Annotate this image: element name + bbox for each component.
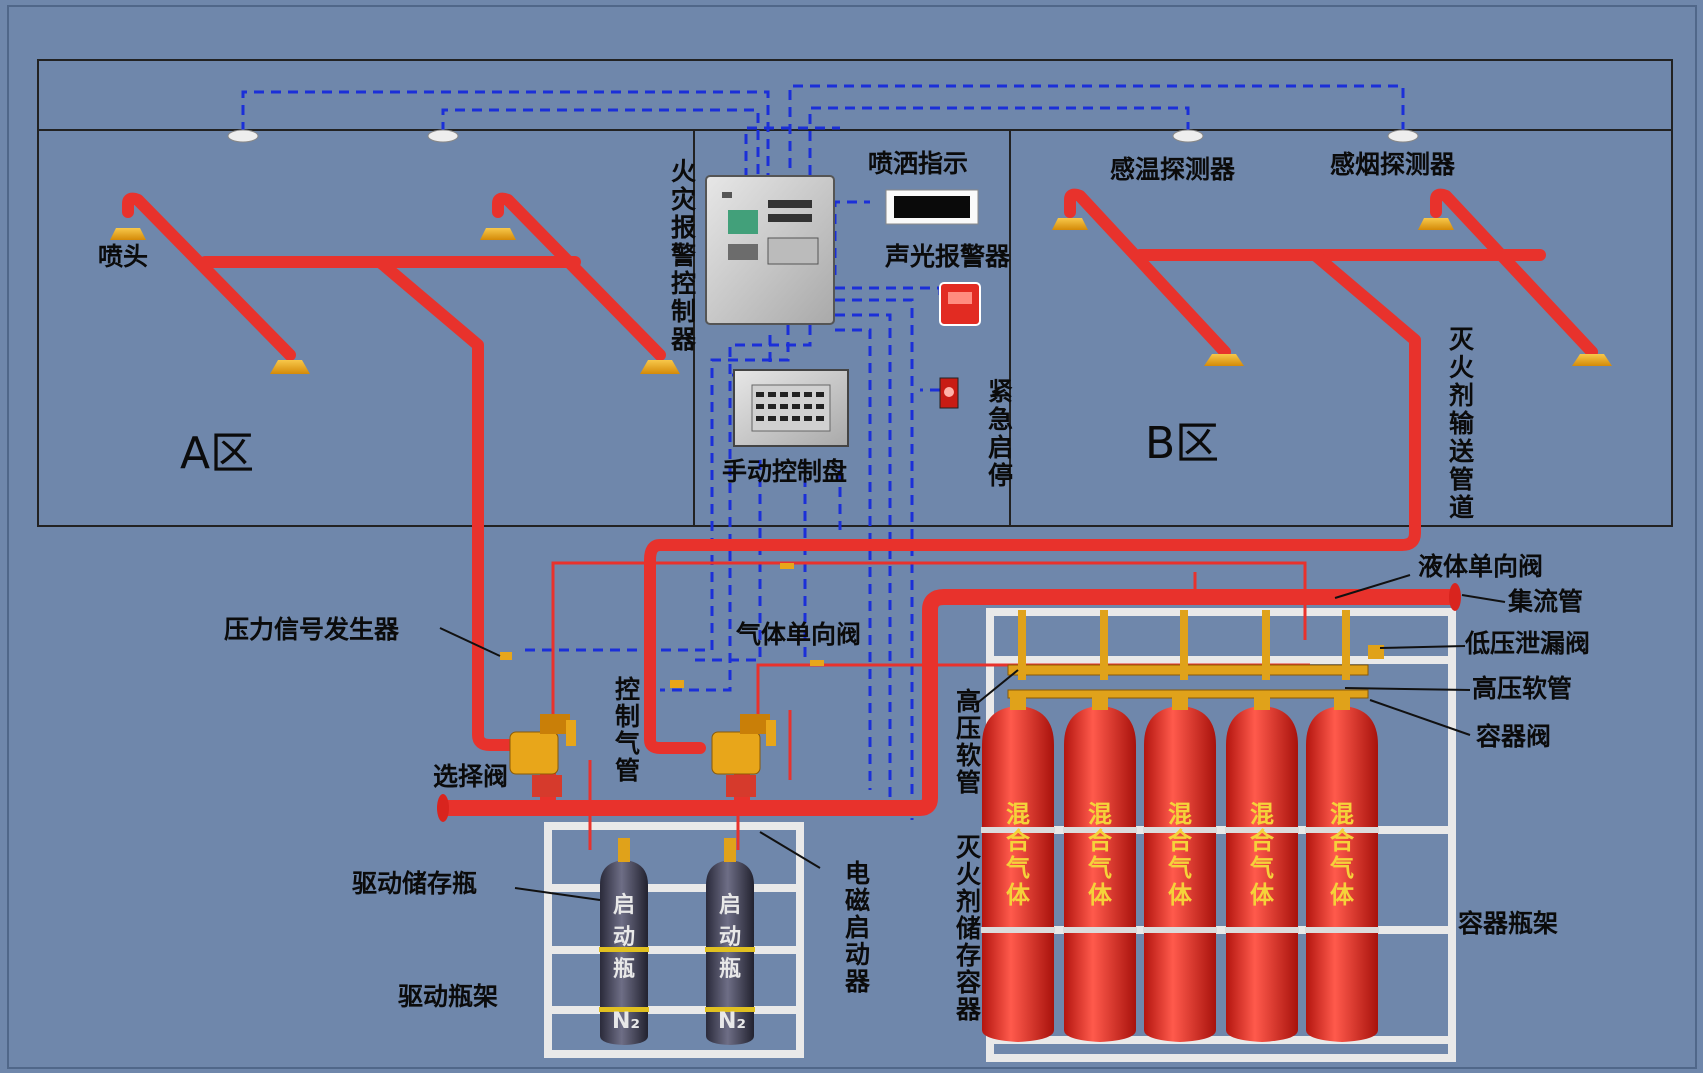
pipe-end-cap: [1449, 583, 1461, 611]
drive-bottle-rack: [548, 826, 800, 1054]
agent-cylinder-label: 体: [1006, 881, 1031, 909]
nozzle-icon: [1204, 354, 1244, 366]
label-audible-visual-alarm: 声光报警器: [885, 242, 1011, 271]
label-control-gas-pipe: 控制气管: [614, 675, 640, 785]
label-high-pressure-hose-right: 高压软管: [1472, 674, 1572, 703]
label-agent-storage-container: 灭火剂储存容器: [955, 833, 982, 1024]
agent-cylinder-label: 气: [1329, 854, 1354, 882]
label-pressure-signal-generator: 压力信号发生器: [224, 615, 400, 644]
fire-alarm-controller: [706, 176, 834, 324]
nozzle-icon: [270, 360, 310, 374]
agent-cylinder-label: 合: [1168, 827, 1193, 855]
label-liquid-check-valve: 液体单向阀: [1418, 552, 1543, 581]
agent-cylinder-label: 混: [1088, 800, 1112, 828]
label-spray-indicator: 喷洒指示: [868, 149, 968, 178]
zone-b-label: B区: [1145, 418, 1219, 469]
container-valves: [1008, 610, 1384, 698]
nozzle-icon: [640, 360, 680, 374]
pipe-end-cap: [437, 794, 449, 822]
label-solenoid-actuator: 电磁启动器: [844, 859, 871, 996]
agent-cylinder-label: 合: [1250, 827, 1275, 855]
nozzle-icon: [110, 228, 146, 240]
smoke-detector-icon: [1388, 130, 1418, 142]
label-emergency-start-stop: 紧急启停: [988, 377, 1013, 490]
agent-cylinder-label: 混: [1006, 800, 1030, 828]
label-manual-control-panel: 手动控制盘: [722, 457, 847, 486]
label-drive-storage-bottle: 驱动储存瓶: [352, 869, 477, 898]
label-selector-valve: 选择阀: [433, 762, 508, 791]
agent-cylinder-label: 体: [1330, 881, 1355, 909]
nozzle-icon: [1418, 218, 1454, 230]
label-smoke-detector: 感烟探测器: [1330, 150, 1456, 179]
drive-bottle-label: 启: [719, 892, 741, 918]
drive-bottle: 启动瓶 N₂: [705, 838, 755, 1045]
drive-bottle-label: 瓶: [613, 957, 635, 982]
detector-icon: [428, 130, 458, 142]
check-valve-icon: [810, 660, 824, 666]
drive-bottle-gas-label: N₂: [718, 1009, 746, 1034]
label-gas-check-valve: 气体单向阀: [735, 620, 861, 649]
drive-bottle-label: 瓶: [719, 957, 741, 982]
selector-valve-a: [510, 714, 576, 797]
container-rack: [990, 612, 1452, 1058]
temperature-detector-icon: [1173, 130, 1203, 142]
label-drive-bottle-rack: 驱动瓶架: [398, 982, 498, 1011]
emergency-stop-button-icon: [940, 378, 958, 408]
drive-bottle-label: 启: [613, 892, 635, 918]
agent-cylinder-label: 合: [1006, 827, 1031, 855]
nozzle-icon: [1572, 354, 1612, 366]
label-container-rack: 容器瓶架: [1458, 909, 1558, 938]
agent-cylinder-label: 气: [1167, 854, 1192, 882]
agent-cylinder-label: 体: [1168, 881, 1193, 909]
drive-bottle-gas-label: N₂: [612, 1009, 640, 1034]
agent-cylinder-label: 混: [1330, 800, 1354, 828]
building-outline: [38, 60, 1672, 526]
label-low-pressure-leak-valve: 低压泄漏阀: [1464, 629, 1590, 658]
drive-bottle: 启动瓶 N₂: [599, 838, 649, 1045]
label-nozzle: 喷头: [98, 242, 148, 271]
drive-bottle-label: 动: [613, 925, 635, 950]
label-agent-delivery-pipe: 灭火剂输送管道: [1449, 325, 1475, 522]
zone-a-label: A区: [180, 428, 254, 479]
pressure-signal-generator-icon: [500, 652, 512, 660]
agent-cylinder-label: 混: [1168, 800, 1192, 828]
label-container-valve: 容器阀: [1476, 722, 1551, 751]
label-fire-alarm-controller: 火灾报警控制器: [670, 157, 697, 354]
zone-a-nozzles: [110, 228, 680, 374]
nozzle-icon: [480, 228, 516, 240]
nozzle-icon: [1052, 218, 1088, 230]
agent-cylinder-label: 气: [1087, 854, 1112, 882]
label-manifold: 集流管: [1507, 587, 1583, 616]
agent-cylinder-label: 气: [1249, 854, 1274, 882]
agent-cylinder-label: 合: [1330, 827, 1355, 855]
detector-icon: [228, 130, 258, 142]
agent-cylinder-label: 体: [1250, 881, 1275, 909]
agent-cylinder-label: 混: [1250, 800, 1274, 828]
label-temp-detector: 感温探测器: [1110, 155, 1236, 184]
agent-cylinder-label: 合: [1088, 827, 1113, 855]
label-high-pressure-hose-left: 高压软管: [956, 687, 981, 797]
agent-cylinder-label: 气: [1005, 854, 1030, 882]
check-valve-icon: [780, 563, 794, 569]
selector-valve-b: [712, 714, 776, 797]
main-manifold: [445, 597, 1450, 808]
gas-check-valve-icon: [670, 680, 684, 688]
audible-visual-alarm-icon: [940, 283, 980, 325]
drive-bottle-label: 动: [719, 925, 741, 950]
manual-control-panel: [734, 370, 848, 446]
ceiling-detectors: [228, 130, 1418, 142]
display-screen: [728, 210, 758, 234]
agent-cylinder-label: 体: [1088, 881, 1113, 909]
spray-indicator: [886, 190, 978, 224]
